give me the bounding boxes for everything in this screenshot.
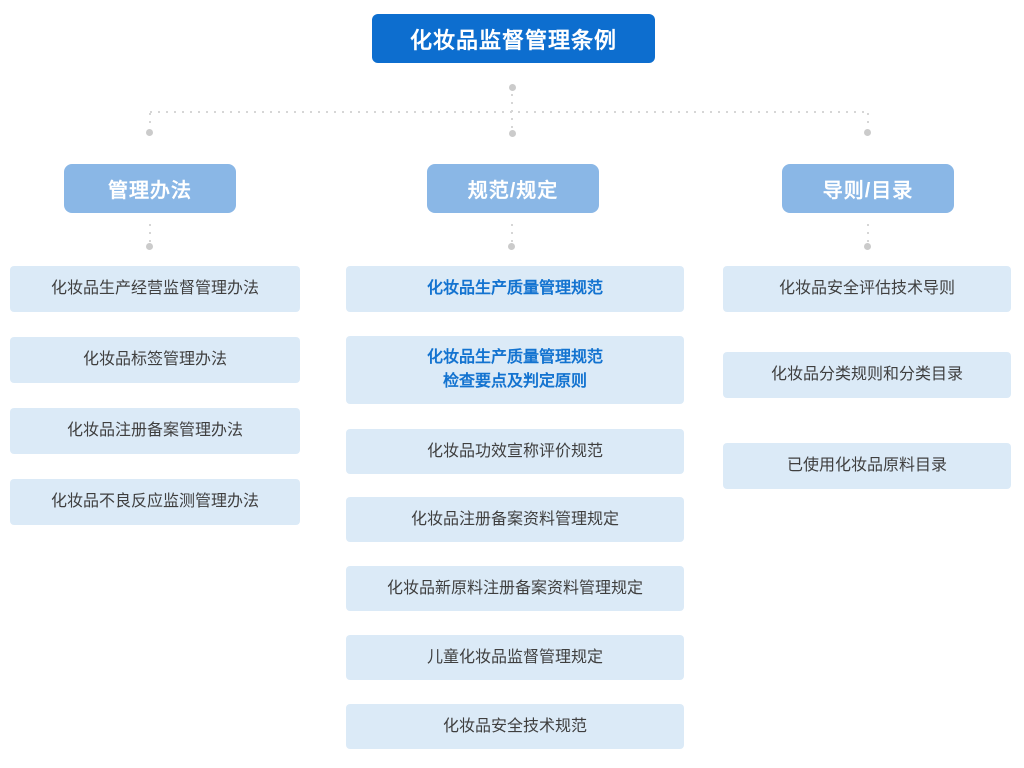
connector-dot bbox=[146, 129, 153, 136]
category-header-management-measures: 管理办法 bbox=[64, 164, 236, 213]
connector-line-right bbox=[867, 113, 869, 129]
connector-line-left bbox=[149, 113, 151, 129]
diagram-node: 化妆品注册备案管理办法 bbox=[10, 408, 300, 454]
diagram-node: 化妆品安全技术规范 bbox=[346, 704, 684, 749]
category-header-norms-regulations: 规范/规定 bbox=[427, 164, 599, 213]
connector-dot bbox=[509, 84, 516, 91]
diagram-node: 化妆品安全评估技术导则 bbox=[723, 266, 1011, 312]
diagram-node: 化妆品标签管理办法 bbox=[10, 337, 300, 383]
root-node: 化妆品监督管理条例 bbox=[372, 14, 655, 63]
diagram-node: 化妆品功效宣称评价规范 bbox=[346, 429, 684, 474]
diagram-node: 化妆品不良反应监测管理办法 bbox=[10, 479, 300, 525]
connector-stub-center bbox=[511, 224, 513, 243]
category-header-guidelines-catalogs: 导则/目录 bbox=[782, 164, 954, 213]
connector-dot bbox=[509, 130, 516, 137]
connector-dot bbox=[508, 243, 515, 250]
diagram-node: 化妆品注册备案资料管理规定 bbox=[346, 497, 684, 542]
diagram-node: 儿童化妆品监督管理规定 bbox=[346, 635, 684, 680]
connector-stub-right bbox=[867, 224, 869, 243]
connector-line-horizontal bbox=[150, 111, 868, 113]
connector-dot bbox=[146, 243, 153, 250]
diagram-node: 化妆品新原料注册备案资料管理规定 bbox=[346, 566, 684, 611]
connector-dot bbox=[864, 243, 871, 250]
diagram-node: 化妆品生产质量管理规范 检查要点及判定原则 bbox=[346, 336, 684, 404]
connector-stub-left bbox=[149, 224, 151, 243]
diagram-node: 化妆品分类规则和分类目录 bbox=[723, 352, 1011, 398]
connector-dot bbox=[864, 129, 871, 136]
diagram-node: 化妆品生产质量管理规范 bbox=[346, 266, 684, 312]
diagram-node: 已使用化妆品原料目录 bbox=[723, 443, 1011, 489]
diagram-node: 化妆品生产经营监督管理办法 bbox=[10, 266, 300, 312]
